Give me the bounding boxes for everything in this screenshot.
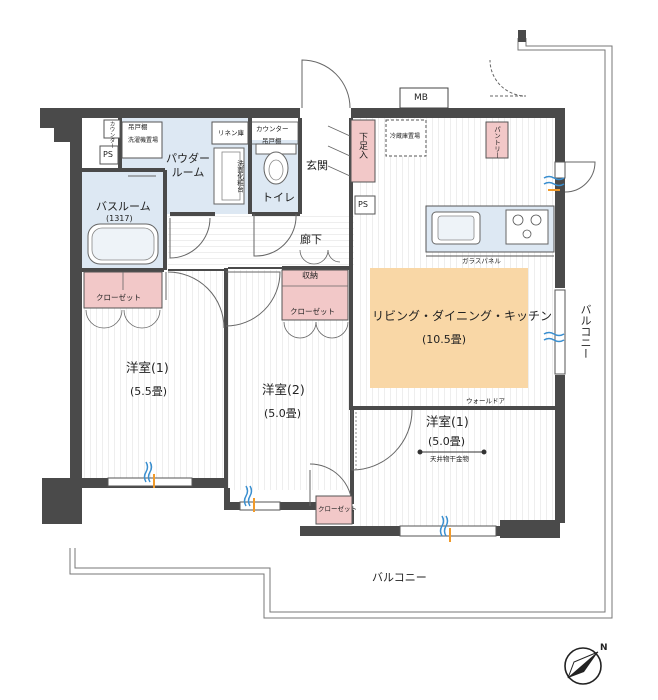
mb-label: MB — [414, 93, 428, 103]
western2-label: 洋室(2) — [262, 382, 305, 397]
tobukuro1-label: 吊戸棚 — [128, 123, 148, 131]
ceiling-hanger-icon — [417, 449, 487, 455]
bathtub-icon — [87, 175, 159, 265]
western1-size-label: (5.5畳) — [130, 385, 168, 398]
closet1-label: クローゼット — [96, 293, 141, 302]
corridor-floor — [168, 214, 354, 266]
ps2-box — [354, 195, 376, 215]
shoe-box — [350, 119, 376, 183]
shoe-label: 下足入 — [357, 132, 367, 159]
wall-door-label: ウォールドア — [466, 397, 505, 405]
counter2-label: カウンター — [256, 125, 289, 133]
balcony-right-label: バルコニー — [579, 304, 592, 359]
air-flow-marks — [143, 175, 565, 537]
linen-box — [211, 121, 249, 145]
western3-size-label: (5.0畳) — [428, 435, 466, 448]
door-swings — [165, 59, 596, 507]
pantry-box — [485, 121, 509, 159]
ps2-label: PS — [358, 200, 368, 209]
north-compass — [564, 647, 602, 685]
bath-label: バスルーム — [96, 200, 151, 213]
ceiling-hanger-label: 天井物干金物 — [430, 455, 469, 463]
glass-panel-label: ガラスパネル — [462, 257, 501, 265]
toilet-icon — [255, 143, 297, 185]
ldk-size-label: (10.5畳) — [422, 333, 467, 346]
powder-label: パウダー ルーム — [166, 152, 210, 180]
western2-size-label: (5.0畳) — [264, 407, 302, 420]
vanity-sink-icon — [213, 147, 245, 205]
tobukuro2-label: 吊戸棚 — [262, 137, 282, 145]
mb-box — [399, 87, 449, 109]
western3-floor — [355, 408, 555, 526]
counter1-label: カウンター — [108, 121, 115, 149]
counter-box — [103, 119, 121, 139]
ps1-box — [99, 145, 119, 165]
balcony-outline — [69, 38, 613, 619]
balcony-bottom-label: バルコニー — [372, 571, 427, 584]
washer-box — [121, 121, 163, 159]
fridge-label: 冷蔵庫置場 — [390, 133, 421, 140]
vanity-label: 洗面化粧台 — [235, 160, 244, 193]
kitchen-counter — [425, 205, 555, 257]
western1-label: 洋室(1) — [126, 360, 169, 375]
closets — [83, 269, 353, 525]
ldk-label: リビング・ダイニング・キッチン — [372, 309, 553, 323]
closet-small-label: クローゼット — [318, 505, 357, 513]
toilet-label: トイレ — [262, 191, 295, 204]
ps1-label: PS — [103, 150, 113, 159]
shuno-label: 収納 — [302, 271, 318, 280]
corridor-label: 廊下 — [300, 233, 322, 246]
bath-size-label: (1317) — [106, 214, 133, 223]
entrance-floor — [303, 118, 351, 214]
linen-label: リネン庫 — [218, 129, 244, 137]
ldk-highlight — [370, 268, 528, 388]
closet-doors — [85, 249, 349, 339]
north-label: N — [600, 643, 608, 653]
closet2-label: クローゼット — [290, 307, 335, 316]
western3-label: 洋室(1) — [426, 414, 469, 429]
pantry-label: パントリー — [492, 126, 501, 159]
entrance-label: 玄関 — [306, 159, 328, 172]
washer-label: 洗濯機置場 — [128, 137, 159, 144]
fridge-box — [385, 119, 427, 157]
